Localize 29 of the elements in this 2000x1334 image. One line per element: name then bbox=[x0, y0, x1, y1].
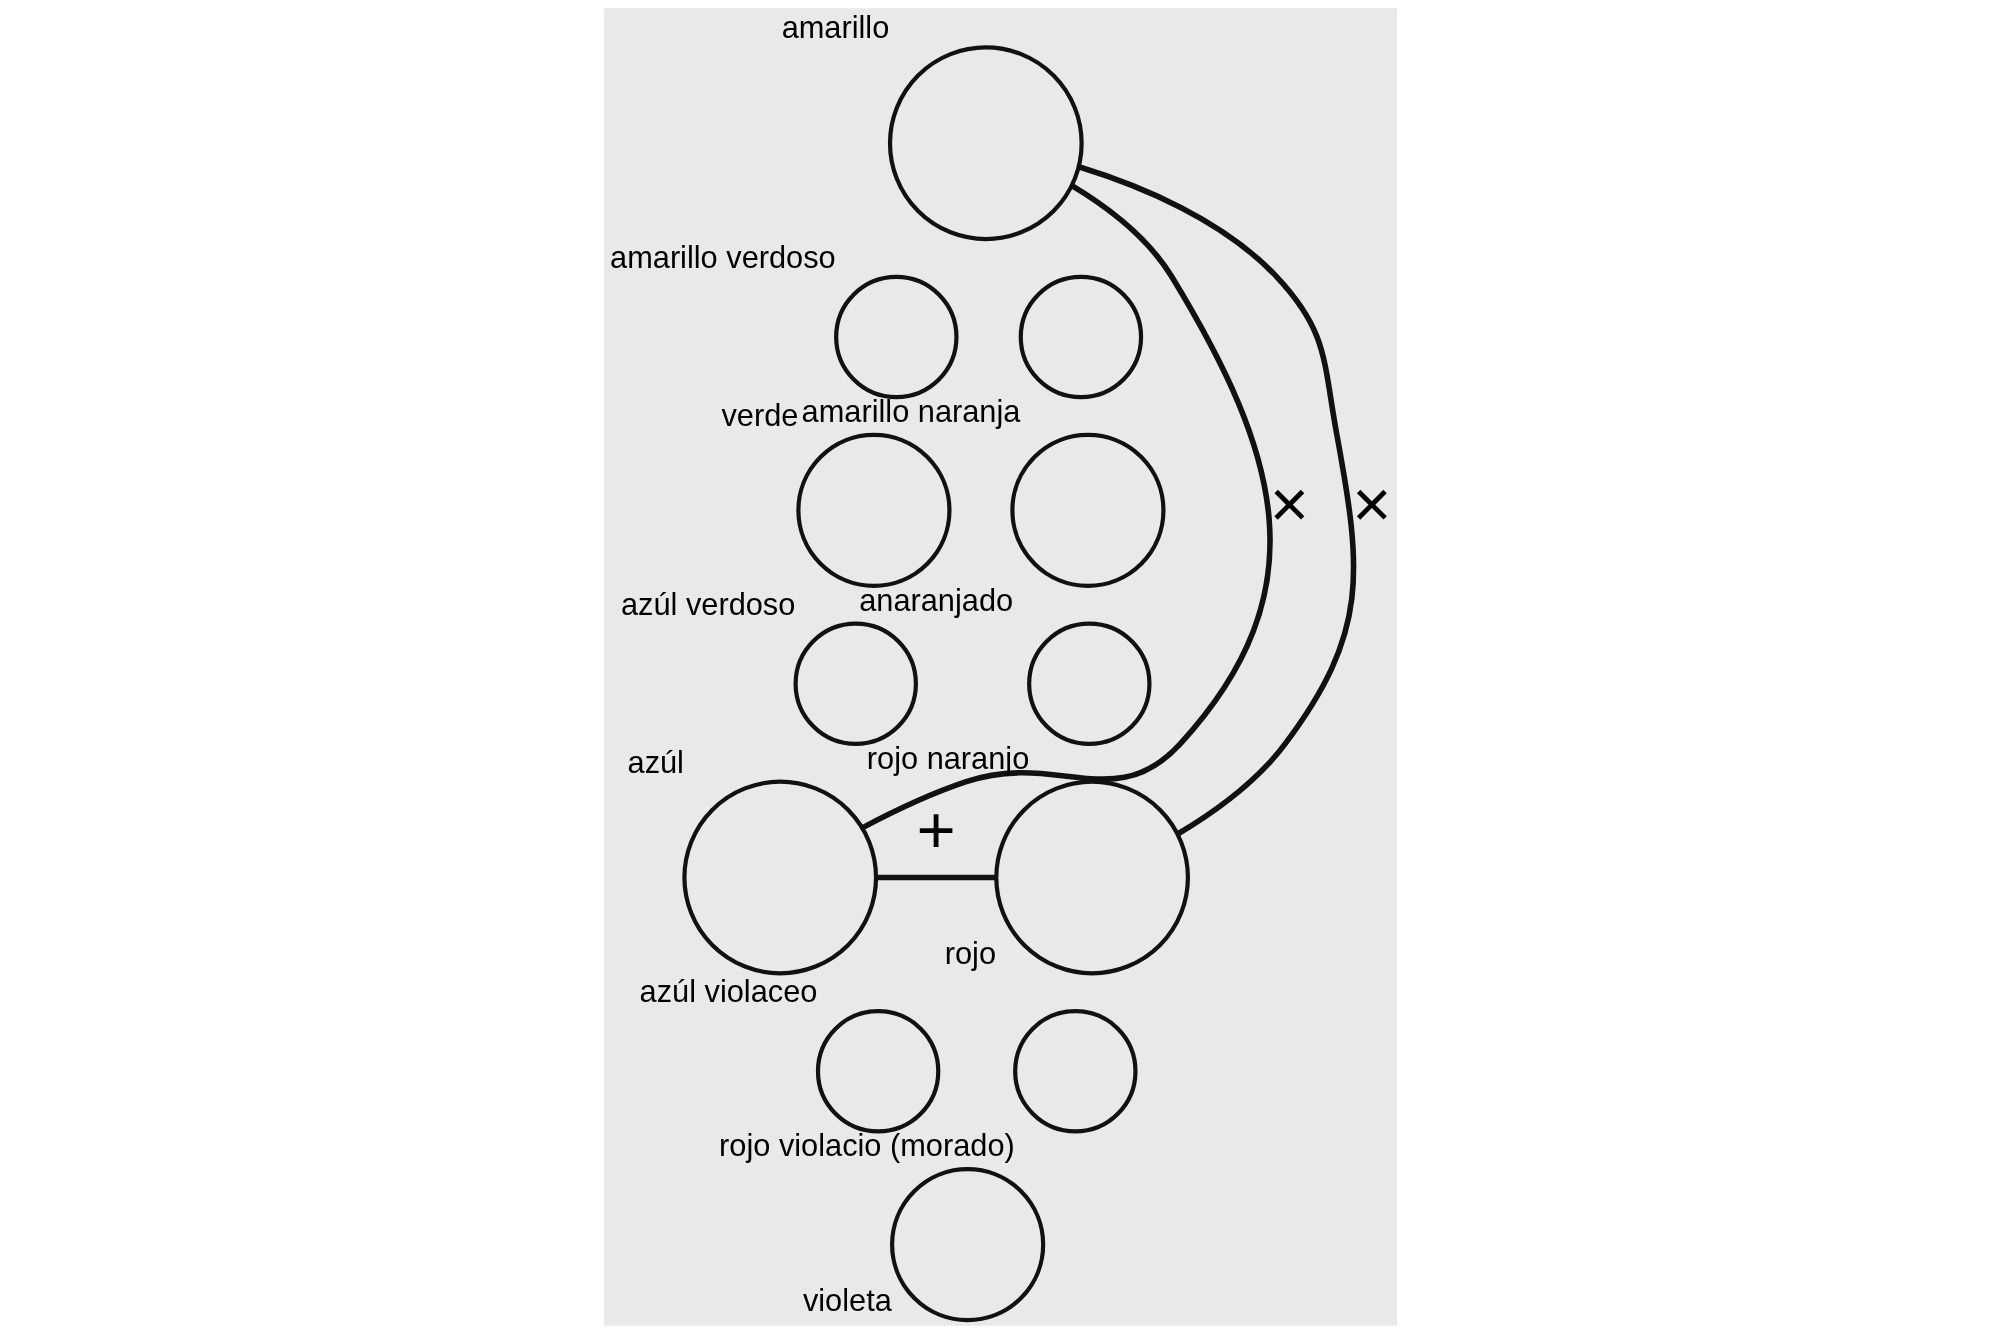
node-circle bbox=[681, 779, 878, 976]
node-label: rojo bbox=[944, 936, 996, 972]
node-label: rojo naranjo bbox=[866, 740, 1029, 776]
node-label: amarillo verdoso bbox=[609, 239, 836, 275]
node-circle bbox=[887, 45, 1084, 242]
node-circle bbox=[793, 621, 918, 746]
node-label: amarillo bbox=[781, 10, 889, 46]
edge-label: × bbox=[1269, 466, 1309, 541]
node-circle bbox=[1018, 274, 1143, 400]
node-label: rojo violacio (morado) bbox=[718, 1127, 1015, 1163]
connector bbox=[875, 874, 996, 881]
node-label: verde bbox=[720, 397, 798, 433]
node-circle bbox=[833, 274, 959, 400]
node-label: amarillo naranja bbox=[801, 393, 1020, 429]
node-label: violeta bbox=[802, 1283, 892, 1319]
edge-label: × bbox=[1351, 466, 1391, 541]
connector bbox=[1077, 164, 1356, 837]
node-circle bbox=[1009, 432, 1166, 588]
node-circle bbox=[993, 779, 1190, 976]
node-label: azúl bbox=[627, 744, 684, 780]
node-circle bbox=[795, 432, 952, 588]
node-label: azúl violaceo bbox=[639, 974, 817, 1010]
node-label: anaranjado bbox=[858, 582, 1013, 618]
node-label: azúl verdoso bbox=[620, 586, 795, 622]
node-circle bbox=[815, 1008, 940, 1134]
node-circle bbox=[1012, 1008, 1138, 1134]
node-circle bbox=[1026, 621, 1152, 746]
edge-label: + bbox=[916, 791, 956, 867]
connector bbox=[860, 183, 1272, 831]
